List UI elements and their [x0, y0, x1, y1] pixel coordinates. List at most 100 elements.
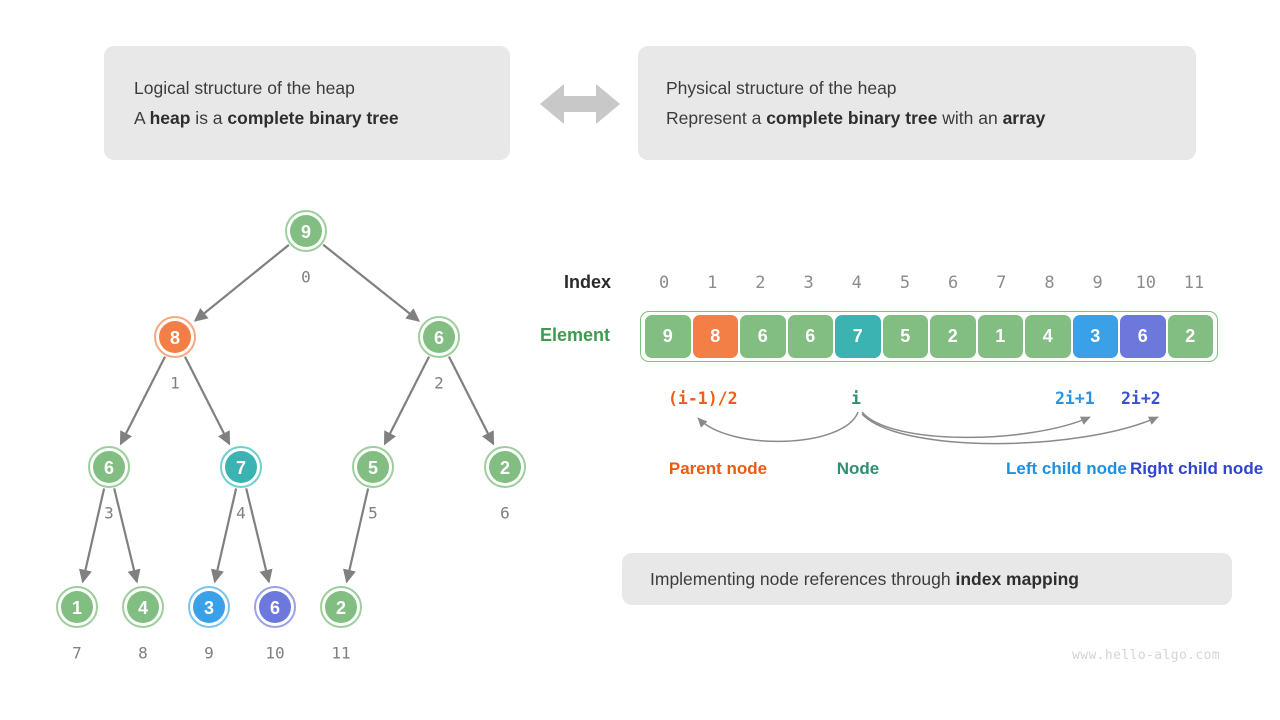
array-cell-5[interactable]: 5 — [882, 315, 928, 358]
node-circle — [489, 451, 521, 483]
tree-node-2[interactable]: 62 — [418, 316, 460, 393]
tree-node-9[interactable]: 39 — [188, 586, 230, 663]
array-index-10: 10 — [1135, 273, 1157, 293]
node-circle — [259, 591, 291, 623]
node-value: 4 — [138, 598, 148, 618]
index-mapping-caption-box: Implementing node references through ind… — [622, 553, 1232, 605]
array-cell-6[interactable]: 2 — [930, 315, 976, 358]
parent-index-formula: (i-1)/2 — [668, 389, 738, 408]
index-mapping-arrows — [697, 411, 1159, 445]
node-value: 6 — [104, 458, 114, 478]
array-cell-1[interactable]: 8 — [692, 315, 738, 358]
node-value: 9 — [301, 222, 311, 242]
tree-node-8[interactable]: 48 — [122, 586, 164, 663]
logical-caption-line-2: A heap is a complete binary tree — [134, 103, 480, 133]
node-ring — [154, 316, 196, 358]
node-index-label: 10 — [265, 644, 284, 663]
node-ring — [254, 586, 296, 628]
bottom-caption-prefix: Implementing node references through — [650, 569, 956, 589]
bottom-caption-line: Implementing node references through ind… — [650, 564, 1204, 594]
tree-node-3[interactable]: 63 — [88, 446, 130, 523]
tree-node-10[interactable]: 6 10 — [254, 586, 296, 663]
array-index-8: 8 — [1044, 273, 1055, 293]
array-index-0: 0 — [658, 273, 670, 293]
array-cell-11[interactable]: 2 — [1167, 315, 1213, 358]
tree-node-4[interactable]: 74 — [220, 446, 262, 523]
tree-node-6[interactable]: 26 — [484, 446, 526, 523]
array-index-9: 9 — [1092, 273, 1103, 293]
node-ring — [285, 210, 327, 252]
left-child-index-formula: 2i+1 — [1055, 389, 1095, 408]
tree-edge — [383, 356, 431, 446]
tree-node-0[interactable]: 90 — [285, 210, 327, 287]
tree-node-11[interactable]: 2 11 — [320, 586, 362, 663]
array-index-11: 11 — [1183, 273, 1205, 293]
array-index-6: 6 — [947, 273, 959, 293]
array-index-3: 3 — [803, 273, 814, 293]
node-ring — [320, 586, 362, 628]
tree-edge — [322, 243, 421, 322]
node-index-label: 11 — [331, 644, 350, 663]
array-index-5: 5 — [899, 273, 911, 293]
node-value: 8 — [170, 328, 180, 348]
node-ring — [122, 586, 164, 628]
array-cell-10[interactable]: 6 — [1120, 315, 1166, 358]
node-circle — [61, 591, 93, 623]
tree-edge — [193, 243, 290, 322]
node-value: 6 — [270, 598, 280, 618]
bottom-caption-bold: index mapping — [955, 569, 1079, 589]
node-index-label: 4 — [236, 504, 246, 523]
parent-node-role-label: Parent node — [668, 459, 768, 478]
array-index-7: 7 — [996, 273, 1007, 293]
tree-edge — [183, 356, 231, 446]
node-value: 1 — [72, 598, 82, 618]
right-child-role-label: Right child node — [1130, 459, 1264, 478]
node-circle — [127, 591, 159, 623]
left-child-role-label: Left child node — [1006, 459, 1127, 478]
array-index-4: 4 — [851, 273, 862, 293]
tree-edge — [79, 488, 106, 584]
tree-edges — [79, 243, 495, 584]
node-value: 5 — [368, 458, 378, 478]
node-ring — [418, 316, 460, 358]
array-index-2: 2 — [755, 273, 766, 293]
tree-edge — [119, 356, 167, 446]
logical-line2-middle: is a — [190, 108, 228, 128]
node-circle — [225, 451, 257, 483]
node-index-label: 8 — [138, 644, 148, 663]
logical-caption-line-1: Logical structure of the heap — [134, 78, 355, 98]
tree-edge — [245, 488, 273, 584]
node-index-label: 3 — [104, 504, 114, 523]
array-cell-8[interactable]: 4 — [1025, 315, 1071, 358]
logical-line2-bold-cbt: complete binary tree — [227, 108, 399, 128]
tree-node-5[interactable]: 55 — [352, 446, 394, 523]
node-circle — [93, 451, 125, 483]
tree-edge — [447, 356, 495, 446]
node-role-label: Node — [836, 459, 880, 478]
node-index-label: 6 — [500, 504, 510, 523]
logical-line2-bold-heap: heap — [149, 108, 191, 128]
node-circle — [159, 321, 191, 353]
node-ring — [188, 586, 230, 628]
node-index-label: 7 — [72, 644, 82, 663]
tree-node-1[interactable]: 81 — [154, 316, 196, 393]
array-cell-9[interactable]: 3 — [1072, 315, 1118, 358]
array-cell-2[interactable]: 6 — [740, 315, 786, 358]
tree-node-7[interactable]: 17 — [56, 586, 98, 663]
node-value: 2 — [336, 598, 346, 618]
array-cell-7[interactable]: 1 — [977, 315, 1023, 358]
physical-line2-prefix: Represent a — [666, 108, 767, 128]
node-ring — [352, 446, 394, 488]
array-cell-0[interactable]: 9 — [645, 315, 691, 358]
array-cell-4[interactable]: 7 — [835, 315, 881, 358]
node-circle — [423, 321, 455, 353]
node-circle — [290, 215, 322, 247]
node-circle — [325, 591, 357, 623]
array-index-1: 1 — [707, 273, 718, 293]
tree-edge — [113, 488, 141, 584]
array-cell-3[interactable]: 6 — [787, 315, 833, 358]
